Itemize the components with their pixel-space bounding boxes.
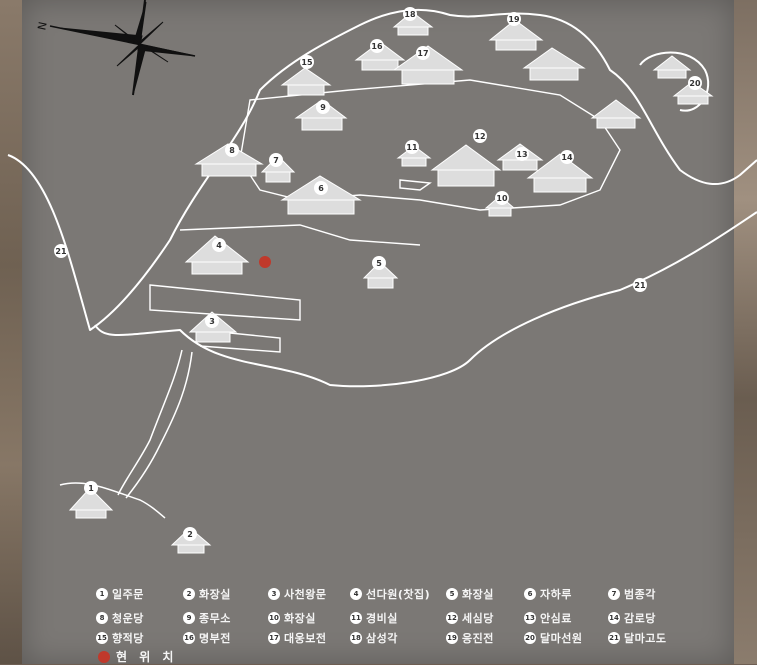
map-marker-14: 14 xyxy=(561,153,573,162)
building-icons xyxy=(68,11,714,554)
map-number-markers: 1 2 3 4 5 6 7 8 9 10 11 12 13 14 15 16 1… xyxy=(54,7,702,541)
map-marker-18: 18 xyxy=(404,10,416,19)
current-location-marker-icon xyxy=(98,650,110,663)
map-marker-21-west: 21 xyxy=(55,247,67,256)
legend-item: 12 세심당 xyxy=(446,610,494,626)
legend-label: 명부전 xyxy=(199,632,231,645)
legend-number: 9 xyxy=(183,612,195,624)
map-marker-13: 13 xyxy=(516,150,527,159)
legend-number: 12 xyxy=(446,612,458,624)
legend-label: 자하루 xyxy=(540,588,572,601)
map-marker-9: 9 xyxy=(320,103,326,112)
map-marker-11: 11 xyxy=(406,143,418,152)
road-dalmagodo xyxy=(59,349,193,519)
current-location-legend: 현 위 치 xyxy=(98,648,177,665)
legend-label: 경비실 xyxy=(366,612,398,625)
map-marker-17: 17 xyxy=(417,49,428,58)
legend-item: 9 종무소 xyxy=(183,610,231,626)
legend-number: 20 xyxy=(524,632,536,644)
compass-rose-icon xyxy=(49,0,196,96)
map-marker-15: 15 xyxy=(301,58,313,67)
current-location-dot xyxy=(259,256,271,268)
legend-item: 14 감로당 xyxy=(608,610,656,626)
legend-number: 1 xyxy=(96,588,108,600)
legend-number: 16 xyxy=(183,632,195,644)
legend-label: 대웅보전 xyxy=(284,632,327,645)
map-marker-5: 5 xyxy=(376,259,382,268)
legend-label: 안심료 xyxy=(540,612,572,625)
legend-item: 18 삼성각 xyxy=(350,630,398,646)
legend-item: 6 자하루 xyxy=(524,586,572,602)
legend-number: 13 xyxy=(524,612,536,624)
temple-structures xyxy=(149,79,621,353)
legend-item: 2 화장실 xyxy=(183,586,231,602)
legend-label: 사천왕문 xyxy=(284,588,327,601)
legend-number: 19 xyxy=(446,632,458,644)
legend-label: 화장실 xyxy=(462,588,494,601)
map-marker-3: 3 xyxy=(209,317,215,326)
legend-item: 20 달마선원 xyxy=(524,630,582,646)
legend-label: 화장실 xyxy=(284,612,316,625)
legend-item: 15 향적당 xyxy=(96,630,144,646)
legend-label: 응진전 xyxy=(462,632,494,645)
legend-item: 21 달마고도 xyxy=(608,630,666,646)
legend-number: 6 xyxy=(524,588,536,600)
legend-item: 7 범종각 xyxy=(608,586,656,602)
map-marker-10: 10 xyxy=(496,194,508,203)
legend-label: 달마선원 xyxy=(540,632,583,645)
map-marker-2: 2 xyxy=(187,530,193,539)
legend-number: 15 xyxy=(96,632,108,644)
map-marker-6: 6 xyxy=(318,184,324,193)
map-marker-16: 16 xyxy=(371,42,383,51)
map-marker-1: 1 xyxy=(88,484,94,493)
legend-label: 선다원(찻집) xyxy=(366,588,431,601)
legend-label: 감로당 xyxy=(624,612,656,625)
legend-number: 11 xyxy=(350,612,362,624)
map-marker-12: 12 xyxy=(474,132,485,141)
compass-north-letter: N xyxy=(35,21,49,32)
legend-item: 17 대웅보전 xyxy=(268,630,326,646)
legend-number: 21 xyxy=(608,632,620,644)
map-marker-21-east: 21 xyxy=(634,281,646,290)
legend-number: 10 xyxy=(268,612,280,624)
map-marker-4: 4 xyxy=(216,241,222,250)
legend-label: 세심당 xyxy=(462,612,494,625)
legend-item: 16 명부전 xyxy=(183,630,231,646)
legend-label: 화장실 xyxy=(199,588,231,601)
legend-label: 향적당 xyxy=(112,632,144,645)
legend-label: 범종각 xyxy=(624,588,656,601)
legend-item: 1 일주문 xyxy=(96,586,144,602)
legend-number: 3 xyxy=(268,588,280,600)
legend-label: 청운당 xyxy=(112,612,144,625)
legend-number: 4 xyxy=(350,588,362,600)
legend-number: 17 xyxy=(268,632,280,644)
legend-item: 13 안심료 xyxy=(524,610,572,626)
map-marker-7: 7 xyxy=(273,156,279,165)
legend-number: 14 xyxy=(608,612,620,624)
legend-number: 2 xyxy=(183,588,195,600)
map-marker-20: 20 xyxy=(689,79,701,88)
legend-label: 종무소 xyxy=(199,612,231,625)
legend-label: 일주문 xyxy=(112,588,144,601)
legend-item: 19 응진전 xyxy=(446,630,494,646)
map-marker-19: 19 xyxy=(508,15,520,24)
current-location-label: 현 위 치 xyxy=(116,650,178,664)
legend-label: 삼성각 xyxy=(366,632,398,645)
legend-item: 5 화장실 xyxy=(446,586,494,602)
legend-item: 4 선다원(찻집) xyxy=(350,586,430,602)
legend-item: 3 사천왕문 xyxy=(268,586,326,602)
legend-label: 달마고도 xyxy=(624,632,667,645)
legend-item: 10 화장실 xyxy=(268,610,316,626)
legend-number: 7 xyxy=(608,588,620,600)
legend-number: 5 xyxy=(446,588,458,600)
legend-item: 8 청운당 xyxy=(96,610,144,626)
map-marker-8: 8 xyxy=(229,146,235,155)
legend-item: 11 경비실 xyxy=(350,610,398,626)
legend-number: 8 xyxy=(96,612,108,624)
legend-number: 18 xyxy=(350,632,362,644)
